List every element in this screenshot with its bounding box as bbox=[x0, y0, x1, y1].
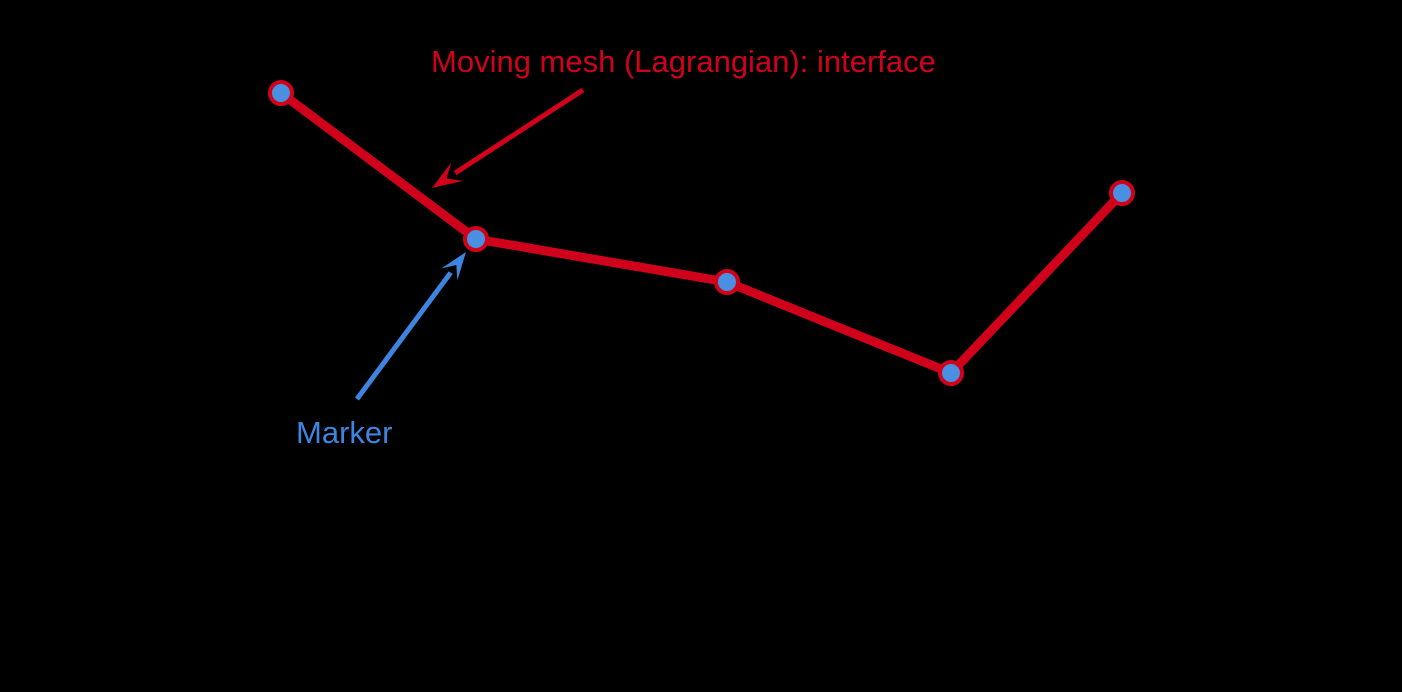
marker-annotation-label: Marker bbox=[296, 415, 392, 450]
interface-annotation-label: Moving mesh (Lagrangian): interface bbox=[431, 44, 936, 79]
mesh-marker bbox=[938, 360, 964, 386]
interface-arrow-head bbox=[432, 162, 464, 188]
mesh-marker bbox=[268, 80, 294, 106]
marker-group-over bbox=[938, 360, 964, 386]
marker-group-under bbox=[268, 80, 1135, 295]
mesh-marker bbox=[714, 269, 740, 295]
marker-arrow-head bbox=[441, 252, 466, 281]
marker-arrow-shaft bbox=[354, 271, 453, 401]
annotation-arrow-group bbox=[354, 87, 585, 401]
mesh-marker bbox=[1109, 180, 1135, 206]
mesh-marker bbox=[463, 226, 489, 252]
interface-arrow-shaft bbox=[453, 87, 585, 176]
